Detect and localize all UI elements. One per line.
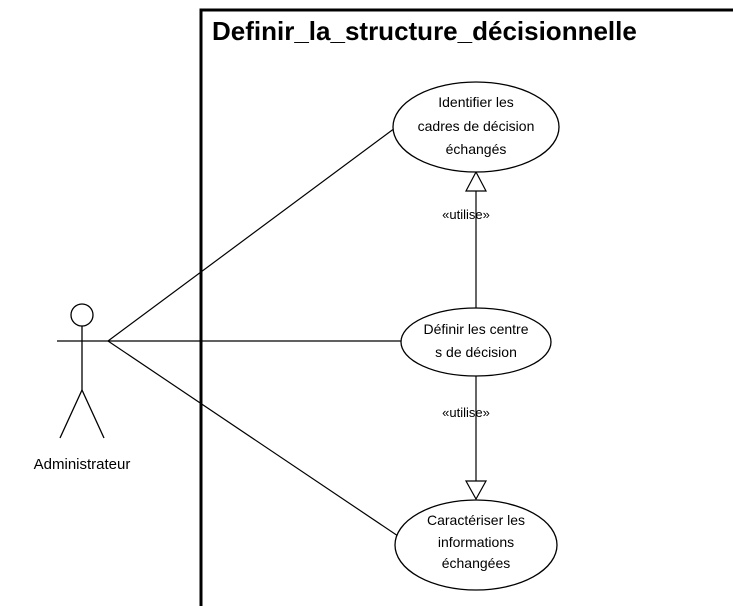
use-case-caracteriser-informations[interactable] xyxy=(394,499,558,591)
actor-name: Administrateur xyxy=(33,456,131,473)
use-case-2-line-1: Définir les centre xyxy=(423,321,529,337)
uses-arrowhead-uc3 xyxy=(464,480,488,501)
use-case-3-line-1: Caractériser les xyxy=(426,512,526,528)
use-case-definir-centres[interactable] xyxy=(400,307,552,377)
actor-head xyxy=(70,303,94,327)
association-uc3 xyxy=(107,340,399,537)
actor-figure xyxy=(57,303,108,439)
actor-right-leg xyxy=(81,389,105,439)
stereotype-label-upper: «utilise» xyxy=(442,207,490,222)
stereotype-label-lower: «utilise» xyxy=(442,405,490,420)
use-case-1-line-2: cadres de décision xyxy=(417,118,535,134)
use-case-2-line-2: s de décision xyxy=(435,344,517,360)
use-case-3-line-3: échangées xyxy=(441,555,511,571)
use-case-1-line-1: Identifier les xyxy=(438,94,514,110)
use-case-1-line-3: échangés xyxy=(445,141,507,157)
actor-left-leg xyxy=(59,389,83,439)
system-boundary xyxy=(199,8,733,606)
system-title: Definir_la_structure_décisionnelle xyxy=(212,16,637,46)
use-case-identifier-cadres[interactable] xyxy=(392,81,560,173)
use-case-3-line-2: informations xyxy=(437,534,515,550)
association-uc1 xyxy=(107,127,396,342)
uses-arrowhead-uc1 xyxy=(465,170,487,192)
